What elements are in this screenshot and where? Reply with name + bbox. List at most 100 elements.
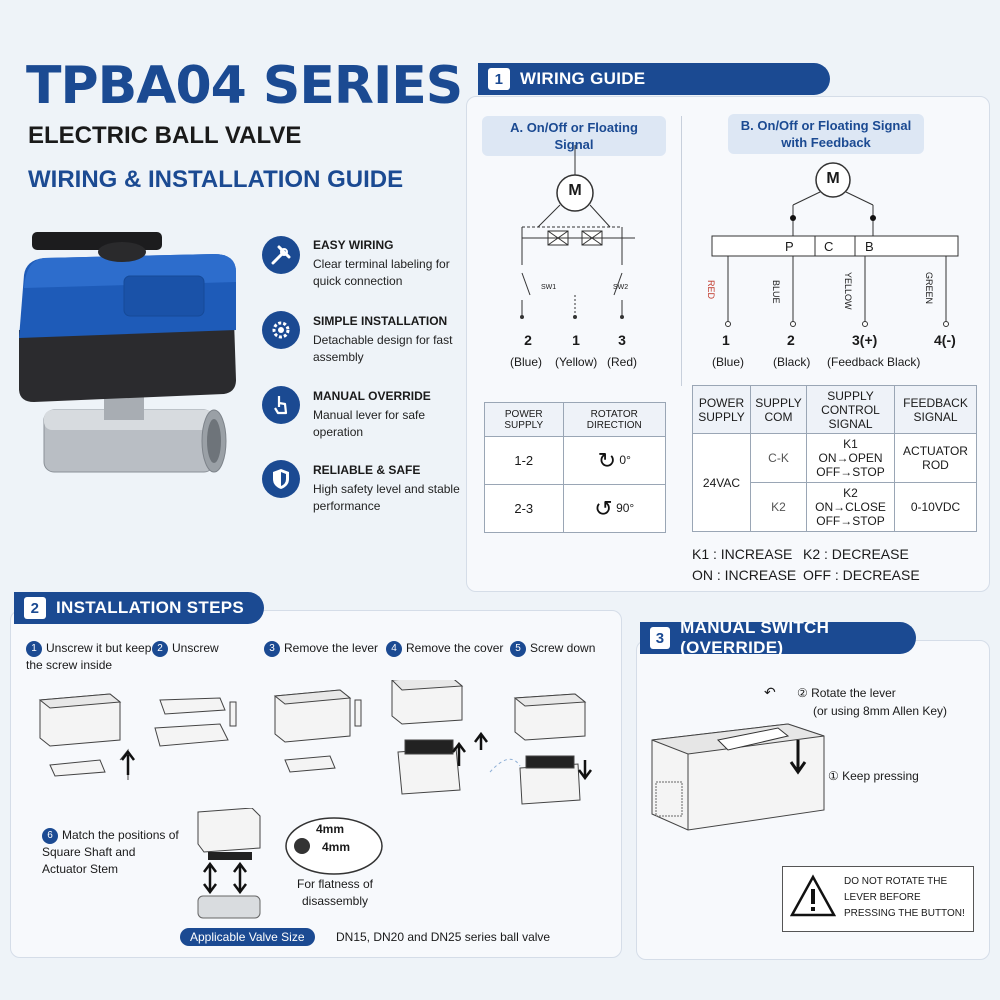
strip-terminal-p: P bbox=[785, 239, 794, 254]
note-off: OFF : DECREASE bbox=[803, 567, 920, 583]
step-text: Match the positions of Square Shaft and … bbox=[42, 828, 179, 876]
step-6-illustration bbox=[197, 808, 261, 919]
section-title: WIRING GUIDE bbox=[520, 69, 646, 88]
b-color-feedback-black: (Feedback Black) bbox=[827, 355, 921, 369]
step-number: 3 bbox=[264, 640, 280, 657]
wrench-screwdriver-icon bbox=[262, 236, 300, 274]
hand-pointer-icon bbox=[262, 386, 300, 424]
dimension-circle bbox=[285, 817, 383, 875]
step-number: 6 bbox=[42, 827, 58, 844]
wiring-guide-header: 1 WIRING GUIDE bbox=[478, 63, 830, 95]
diagram-a-title: A. On/Off or Floating Signal bbox=[482, 116, 666, 156]
feature-desc-simple-installation: Detachable design for fast assembly bbox=[313, 333, 453, 364]
diagram-a-motor: M bbox=[568, 182, 582, 199]
shield-icon bbox=[262, 460, 300, 498]
dimension-label-2: 4mm bbox=[322, 840, 351, 854]
step-text: Unscrew it but keep the screw inside bbox=[26, 641, 152, 672]
strip-terminal-c: C bbox=[824, 239, 834, 254]
dimension-label-1: 4mm bbox=[316, 822, 345, 836]
control-table-header: POWER SUPPLY bbox=[692, 385, 751, 434]
wire-red-label: RED bbox=[706, 280, 716, 300]
a-terminal-1: 1 bbox=[572, 332, 580, 348]
table-cell: K2 bbox=[750, 482, 807, 532]
step-text: Remove the cover bbox=[406, 641, 504, 655]
feature-desc-reliable-safe: High safety level and stable performance bbox=[313, 482, 460, 513]
step-number: 1 bbox=[26, 640, 42, 657]
allen-key-note: (or using 8mm Allen Key) bbox=[813, 704, 948, 718]
table-cell: 1-2 bbox=[484, 436, 564, 485]
rotate-lever-label: ② Rotate the lever bbox=[797, 686, 896, 700]
wiring-diagram-b bbox=[711, 162, 959, 327]
b-terminal-1: 1 bbox=[722, 332, 730, 348]
table-cell: 0-10VDC bbox=[894, 482, 977, 532]
switch-2-label: SW2 bbox=[613, 284, 629, 291]
step-text: Remove the lever bbox=[284, 641, 379, 655]
gear-icon bbox=[262, 311, 300, 349]
step-text: Screw down bbox=[530, 641, 596, 655]
feature-title-simple-installation: SIMPLE INSTALLATION bbox=[313, 314, 448, 328]
table-cell: 90° bbox=[616, 500, 635, 515]
valve-size-badge: Applicable Valve Size bbox=[180, 928, 315, 946]
b-terminal-3: 3(+) bbox=[852, 332, 878, 348]
section-title: INSTALLATION STEPS bbox=[56, 598, 244, 617]
wire-yellow-label: YELLOW bbox=[843, 272, 853, 310]
page-subtitle-guide: WIRING & INSTALLATION GUIDE bbox=[28, 166, 404, 193]
feature-desc-manual-override: Manual lever for safe operation bbox=[313, 408, 426, 439]
control-table-header: SUPPLY COM bbox=[750, 385, 807, 434]
section-number: 2 bbox=[24, 597, 46, 619]
table-cell: 24VAC bbox=[692, 433, 751, 532]
table-cell: K2 ON→CLOSE OFF→STOP bbox=[806, 482, 895, 532]
installation-steps-illustration bbox=[38, 680, 592, 805]
installation-header: 2 INSTALLATION STEPS bbox=[14, 592, 264, 624]
warning-text: DO NOT ROTATE THE LEVER BEFORE PRESSING … bbox=[844, 876, 965, 919]
flatness-note: For flatness of disassembly bbox=[296, 877, 374, 908]
feature-desc-easy-wiring: Clear terminal labeling for quick connec… bbox=[313, 257, 450, 288]
manual-switch-header: 3 MANUAL SWITCH (OVERRIDE) bbox=[640, 618, 916, 657]
step-text: Unscrew bbox=[172, 641, 219, 655]
a-color-blue: (Blue) bbox=[510, 355, 543, 369]
a-color-yellow: (Yellow) bbox=[555, 355, 598, 369]
strip-terminal-b: B bbox=[865, 239, 874, 254]
note-k1: K1 : INCREASE bbox=[692, 546, 793, 562]
step-4-label: 4 Remove the cover bbox=[386, 640, 503, 657]
section-number: 3 bbox=[650, 627, 671, 649]
keep-pressing-label: ① Keep pressing bbox=[828, 769, 919, 783]
rotate-counterclockwise-icon: ↺ bbox=[594, 495, 613, 521]
diagram-b-motor: M bbox=[826, 170, 840, 187]
control-table-header: FEEDBACK SIGNAL bbox=[894, 385, 977, 434]
b-terminal-2: 2 bbox=[787, 332, 795, 348]
rotate-arrow-icon: ↶ bbox=[764, 684, 776, 700]
section-number: 1 bbox=[488, 68, 510, 90]
wire-blue-label: BLUE bbox=[771, 280, 781, 304]
manual-override-illustration bbox=[651, 723, 825, 831]
note-k2: K2 : DECREASE bbox=[803, 546, 909, 562]
control-signal-table: POWER SUPPLY SUPPLY COM SUPPLY CONTROL S… bbox=[692, 385, 977, 532]
feature-title-easy-wiring: EASY WIRING bbox=[313, 238, 394, 252]
rotation-table: POWER SUPPLY ROTATOR DIRECTION 1-2 ↻ 0° … bbox=[484, 402, 667, 533]
a-color-red: (Red) bbox=[607, 355, 638, 369]
a-terminal-2: 2 bbox=[524, 332, 532, 348]
wire-green-label: GREEN bbox=[924, 272, 934, 305]
step-number: 4 bbox=[386, 640, 402, 657]
page-subtitle: ELECTRIC BALL VALVE bbox=[28, 122, 302, 149]
feature-title-manual-override: MANUAL OVERRIDE bbox=[313, 389, 431, 403]
b-color-black: (Black) bbox=[773, 355, 811, 369]
table-cell: ACTUATOR ROD bbox=[894, 433, 977, 483]
b-terminal-4: 4(-) bbox=[934, 332, 956, 348]
table-cell: 0° bbox=[619, 452, 631, 467]
feature-title-reliable-safe: RELIABLE & SAFE bbox=[313, 463, 421, 477]
switch-1-label: SW1 bbox=[541, 284, 557, 291]
rotation-table-header: POWER SUPPLY bbox=[484, 402, 564, 437]
wiring-diagram-a bbox=[520, 145, 635, 319]
divider bbox=[681, 116, 682, 386]
page-title: TPBA04 SERIES bbox=[26, 56, 463, 116]
a-terminal-3: 3 bbox=[618, 332, 626, 348]
installation-panel bbox=[10, 610, 622, 958]
note-on: ON : INCREASE bbox=[692, 567, 797, 583]
control-table-header: SUPPLY CONTROL SIGNAL bbox=[806, 385, 895, 434]
rotation-table-header: ROTATOR DIRECTION bbox=[562, 402, 667, 437]
diagram-b-title: B. On/Off or Floating Signal with Feedba… bbox=[728, 114, 924, 154]
